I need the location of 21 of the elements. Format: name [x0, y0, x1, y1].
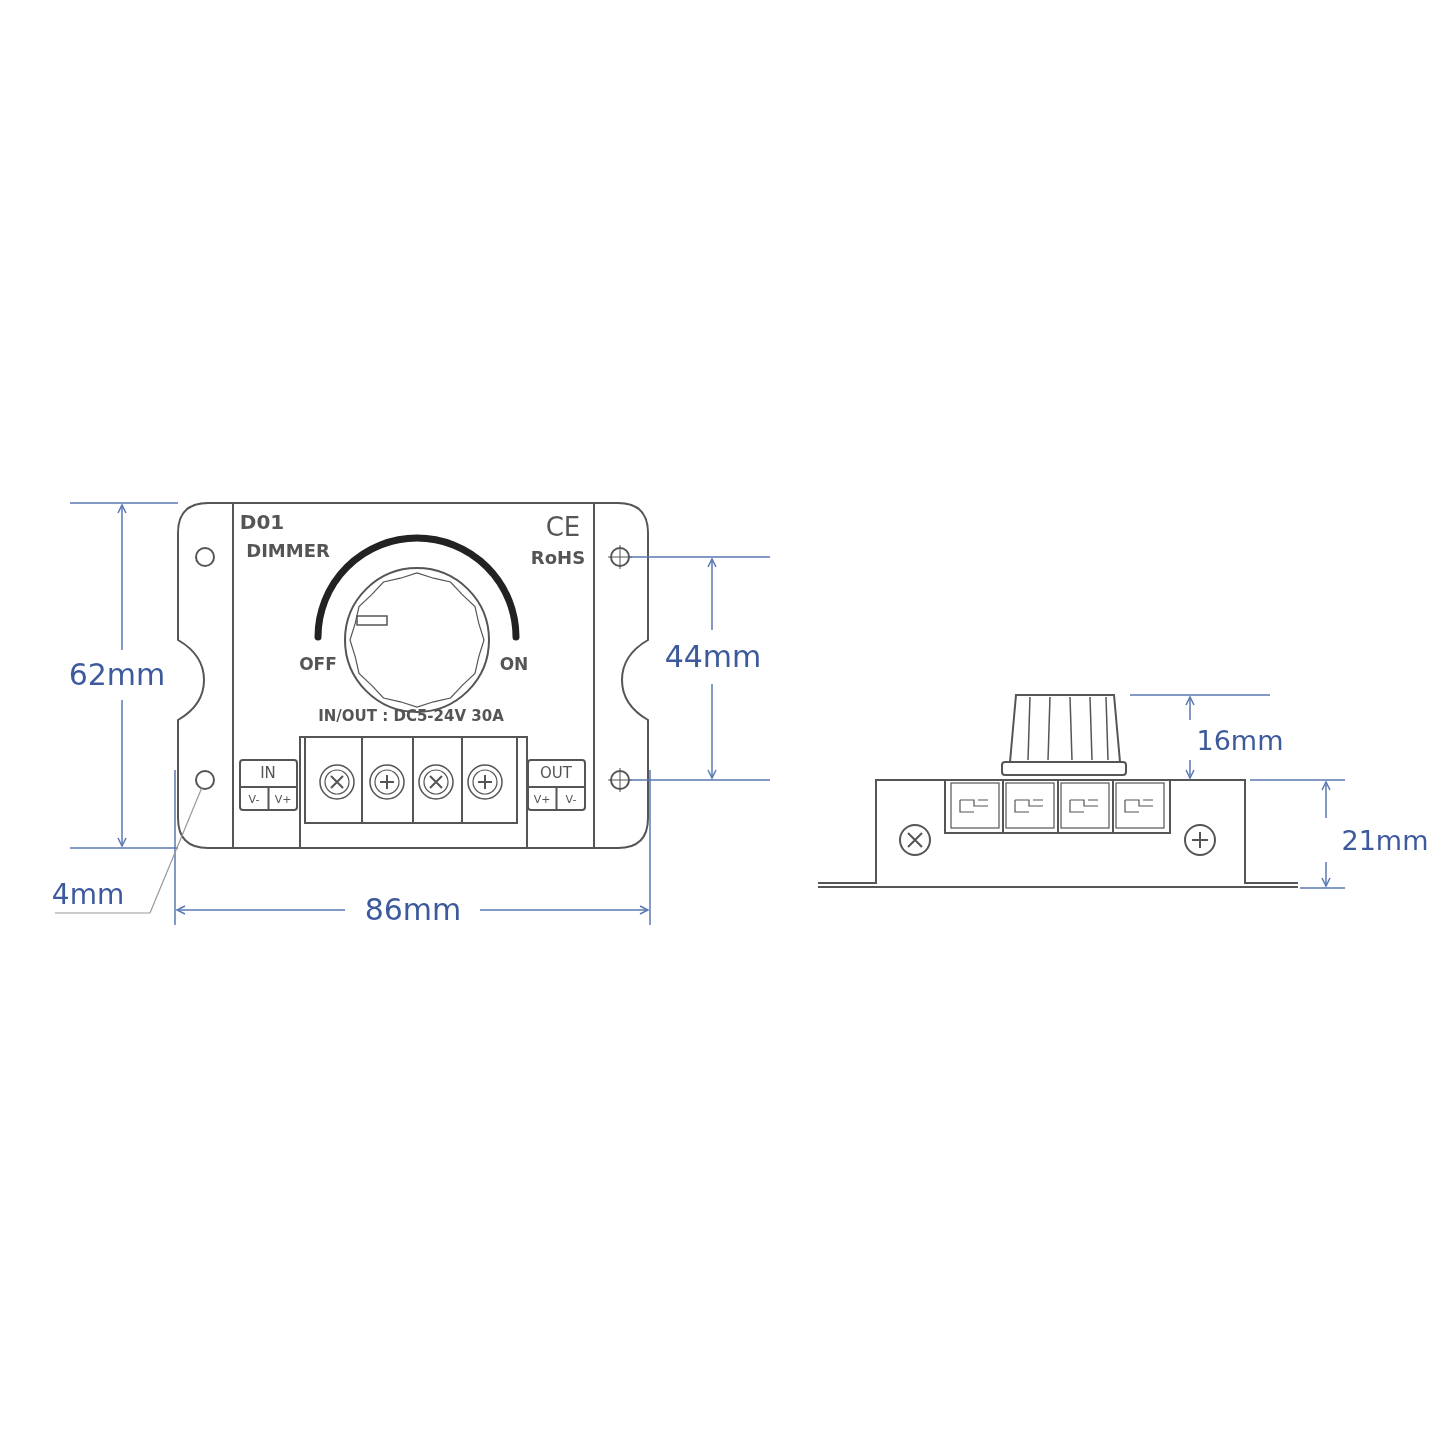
terminal-label: IN: [260, 765, 276, 781]
dimension-label: 4mm: [51, 881, 125, 909]
certification-mark: RoHS: [530, 549, 586, 567]
product-label: DIMMER: [246, 542, 330, 560]
switch-label: ON: [499, 655, 529, 673]
switch-label: OFF: [299, 655, 337, 673]
polarity-label: V+: [533, 793, 551, 805]
polarity-label: V+: [274, 793, 292, 805]
dimension-label: 86mm: [364, 895, 462, 925]
dimension-label: 62mm: [68, 660, 166, 690]
model-label: D01: [239, 512, 285, 532]
dimension-label: 44mm: [664, 642, 762, 672]
polarity-label: V-: [565, 793, 577, 805]
terminal-label: OUT: [540, 765, 572, 781]
leader-line: [54, 787, 203, 914]
dimension-label: 16mm: [1196, 726, 1284, 754]
polarity-label: V-: [248, 793, 260, 805]
dimension-label: 21mm: [1341, 826, 1429, 854]
rating-label: IN/OUT : DC5-24V 30A: [318, 708, 504, 724]
mounting-hole: [195, 770, 215, 790]
certification-mark: CE: [545, 514, 581, 540]
